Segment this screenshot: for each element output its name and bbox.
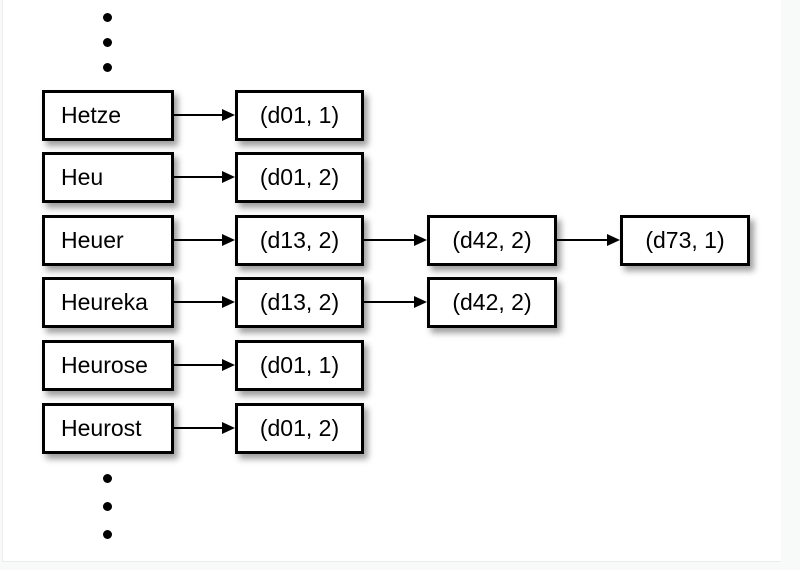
- arrow-line: [557, 239, 609, 241]
- arrow-head: [222, 359, 235, 371]
- posting-label: (d01, 2): [259, 164, 340, 190]
- term-label: Heurost: [61, 415, 142, 441]
- arrow-head: [607, 234, 620, 246]
- arrow-right-icon: [174, 422, 235, 434]
- arrow-line: [364, 301, 416, 303]
- arrow-right-icon: [364, 234, 427, 246]
- vertical-ellipsis-dots-bottom-icon: [103, 474, 112, 539]
- term-box-heurost: Heurost: [42, 403, 174, 454]
- posting-box: (d13, 2): [235, 277, 364, 328]
- term-box-heuer: Heuer: [42, 215, 174, 266]
- arrow-right-icon: [557, 234, 620, 246]
- arrow-right-icon: [174, 171, 235, 183]
- arrow-head: [222, 234, 235, 246]
- arrow-line: [174, 427, 224, 429]
- vertical-ellipsis-dots-top-icon: [103, 13, 112, 72]
- posting-label: (d01, 1): [259, 352, 340, 378]
- arrow-line: [174, 364, 224, 366]
- dot-icon: [103, 530, 112, 539]
- arrow-head: [222, 171, 235, 183]
- posting-label: (d73, 1): [645, 227, 725, 253]
- arrow-head: [222, 296, 235, 308]
- dot-icon: [103, 63, 112, 72]
- term-box-hetze: Hetze: [42, 90, 174, 141]
- posting-label: (d42, 2): [452, 227, 532, 253]
- arrow-head: [414, 234, 427, 246]
- posting-box: (d73, 1): [620, 215, 750, 266]
- arrow-head: [222, 422, 235, 434]
- arrow-line: [174, 239, 224, 241]
- arrow-head: [414, 296, 427, 308]
- posting-box: (d01, 2): [235, 152, 364, 203]
- posting-box: (d01, 2): [235, 403, 364, 454]
- arrow-right-icon: [364, 296, 427, 308]
- posting-box: (d01, 1): [235, 90, 364, 141]
- term-box-heu: Heu: [42, 152, 174, 203]
- arrow-right-icon: [174, 359, 235, 371]
- posting-label: (d01, 2): [259, 415, 340, 441]
- term-label: Heuer: [61, 227, 124, 253]
- posting-label: (d13, 2): [259, 227, 340, 253]
- term-box-heureka: Heureka: [42, 277, 174, 328]
- arrow-head: [222, 109, 235, 121]
- arrow-line: [364, 239, 416, 241]
- posting-box: (d13, 2): [235, 215, 364, 266]
- term-label: Hetze: [61, 102, 122, 128]
- posting-box: (d42, 2): [427, 277, 557, 328]
- term-label: Heu: [61, 164, 104, 190]
- arrow-line: [174, 301, 224, 303]
- slide-panel: Hetze Heu Heuer Heureka Heurose Heurost …: [2, 0, 781, 562]
- arrow-line: [174, 114, 224, 116]
- dot-icon: [103, 13, 112, 22]
- arrow-line: [174, 176, 224, 178]
- term-box-heurose: Heurose: [42, 340, 174, 391]
- arrow-right-icon: [174, 296, 235, 308]
- posting-box: (d01, 1): [235, 340, 364, 391]
- posting-label: (d42, 2): [452, 289, 532, 315]
- term-label: Heurose: [61, 352, 148, 378]
- arrow-right-icon: [174, 234, 235, 246]
- term-label: Heureka: [61, 289, 148, 315]
- posting-label: (d01, 1): [259, 102, 340, 128]
- posting-box: (d42, 2): [427, 215, 557, 266]
- posting-label: (d13, 2): [259, 289, 340, 315]
- dot-icon: [103, 502, 112, 511]
- dot-icon: [103, 474, 112, 483]
- arrow-right-icon: [174, 109, 235, 121]
- dot-icon: [103, 38, 112, 47]
